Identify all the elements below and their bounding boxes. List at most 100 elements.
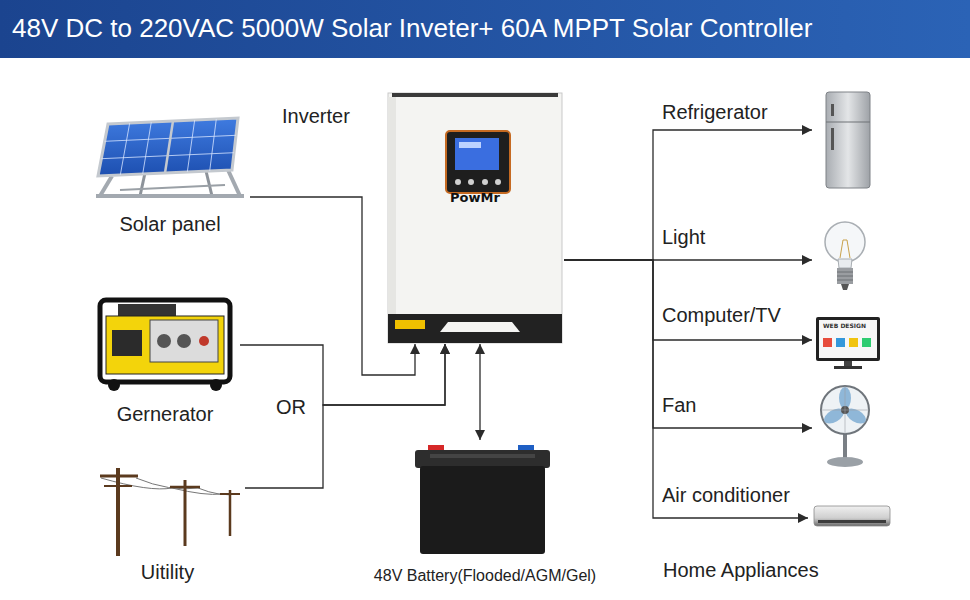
utility-poles-picture [100, 468, 240, 556]
title-banner [0, 0, 970, 58]
computer-monitor-picture-part [834, 366, 862, 369]
refrigerator-picture-part [826, 92, 870, 188]
air-conditioner-node: Air conditioner [808, 502, 894, 532]
power-connector [564, 130, 812, 260]
utility-poles-picture-part [101, 478, 238, 495]
inverter-picture-part [455, 138, 499, 170]
inverter-picture-part [495, 179, 501, 185]
device-label: Fan [662, 393, 696, 417]
battery-picture [415, 445, 550, 554]
solar-panel-picture-part-part [143, 122, 152, 174]
power-connector [245, 344, 445, 488]
battery-picture-part [430, 454, 535, 458]
light-node: Light [812, 218, 878, 292]
generator-picture-part [177, 334, 191, 348]
device-label: Uitility [141, 560, 194, 584]
light-bulb-picture-part [825, 222, 865, 262]
refrigerator-picture-part [826, 121, 870, 122]
refrigerator-node: Refrigerator [812, 88, 878, 192]
inverter-picture-part [388, 97, 396, 317]
device-label: Light [662, 225, 705, 249]
solar-panel-picture-part [96, 194, 244, 198]
device-label: Gernerator [117, 402, 214, 426]
inverter-picture-part [392, 93, 558, 97]
utility-poles-picture-part [100, 475, 138, 478]
fan-picture [821, 386, 869, 467]
solar-panel-picture-part-part [187, 120, 194, 172]
inverter-picture-part [446, 131, 510, 193]
refrigerator-picture [826, 92, 870, 188]
computer-tv-node: Computer/TV [812, 312, 884, 372]
power-connector [479, 344, 480, 440]
utility-node: Uitility [90, 460, 245, 586]
refrigerator-picture-part [831, 128, 834, 150]
power-connector [564, 260, 812, 428]
utility-poles-picture-part [116, 468, 120, 556]
device-label: 48V Battery(Flooded/AGM/Gel) [374, 566, 596, 585]
inverter-picture-part [395, 320, 425, 329]
generator-picture-part [150, 320, 218, 362]
computer-monitor-picture-part [819, 320, 877, 358]
light-bulb-picture-part [840, 240, 850, 258]
light-bulb-picture-part [841, 284, 849, 290]
battery-picture-part [420, 466, 545, 554]
inverter-picture-part [482, 179, 488, 185]
inverter-picture-part [455, 179, 461, 185]
power-connector [240, 344, 445, 405]
title-banner-part [0, 0, 970, 58]
utility-poles-picture-part [170, 486, 200, 489]
device-label: Computer/TV [662, 303, 781, 327]
generator-picture-part [106, 316, 224, 374]
computer-monitor-picture-part [823, 338, 832, 347]
computer-monitor-picture-part [836, 338, 845, 347]
inverter-picture-part [388, 314, 562, 343]
brand-text: PowMr [450, 190, 500, 206]
fan-picture-part [827, 457, 863, 467]
generator-picture-part [157, 334, 171, 348]
generator-node: Gernerator [90, 290, 240, 430]
power-connector [250, 197, 415, 375]
power-connector [564, 260, 812, 340]
inverter-picture-part [468, 179, 474, 185]
utility-poles-picture-part [220, 493, 240, 495]
device-label: Inverter [282, 104, 350, 128]
solar-panel-picture-part [101, 119, 236, 175]
generator-picture-part [210, 379, 222, 391]
light-bulb-picture [825, 222, 865, 290]
air-conditioner-picture-part [814, 506, 890, 526]
or-label: OR [276, 395, 306, 419]
battery-node: 48V Battery(Flooded/AGM/Gel) [352, 440, 618, 590]
solar-panel-picture-part [165, 121, 173, 173]
computer-monitor-picture-part [862, 338, 871, 347]
utility-poles-picture-part [229, 490, 232, 536]
light-bulb-picture-part [837, 272, 853, 273]
light-bulb-picture-part [837, 276, 853, 277]
fan-node: Fan [812, 382, 878, 472]
solar-panel-picture-part [120, 185, 225, 190]
generator-picture-part [112, 330, 142, 356]
solar-panel-picture-part [100, 176, 112, 196]
inverter-picture-part [459, 142, 481, 148]
generator-picture-part [108, 379, 120, 391]
device-label: Solar panel [119, 212, 220, 236]
battery-picture-part [415, 450, 550, 468]
device-label: Refrigerator [662, 100, 768, 124]
air-conditioner-picture-part [818, 520, 886, 523]
inverter-picture-part [388, 93, 562, 343]
diagram-title: 48V DC to 220VAC 5000W Solar Inveter+ 60… [12, 13, 812, 44]
computer-monitor-picture-part [849, 338, 858, 347]
generator-picture-part [100, 300, 230, 382]
inverter-picture-part [440, 322, 520, 332]
computer-monitor-picture-part [816, 317, 880, 361]
light-bulb-picture-part [838, 259, 852, 268]
air-conditioner-picture [814, 506, 890, 526]
computer-monitor-picture [816, 317, 880, 369]
generator-picture-part [199, 336, 209, 346]
utility-poles-picture-part [104, 485, 132, 487]
light-bulb-picture-part [837, 268, 853, 284]
solar-panel-picture-part-part [210, 119, 217, 171]
fan-picture-part [845, 386, 846, 434]
